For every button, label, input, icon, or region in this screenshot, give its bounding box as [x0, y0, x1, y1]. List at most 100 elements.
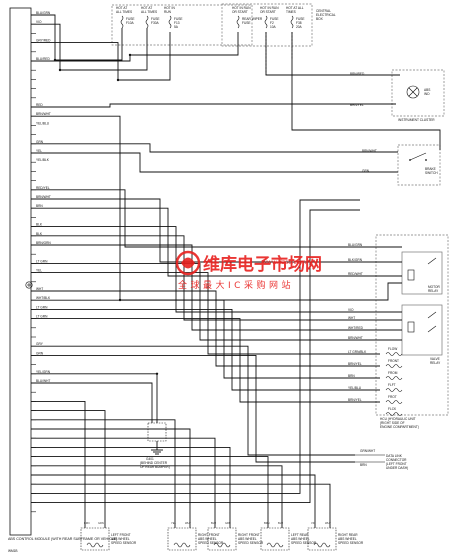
dlc-label-2: CONNECTOR	[386, 458, 407, 462]
solenoid-label: FLFT	[388, 383, 396, 387]
fuse-hot-label: HOT AT ALL	[286, 6, 304, 10]
right-wire-label: BRN	[348, 374, 355, 378]
harness-wire	[31, 244, 402, 331]
right-wire-label: WHT/RED	[348, 326, 364, 330]
ground-g401: G401 (BEHIND CENTER OF REAR BUMPER)	[140, 422, 170, 469]
fuse-rating: F10A	[126, 21, 134, 25]
dlc-label-1: DATA LINK	[386, 454, 403, 458]
sensor-wire-label: WHT	[185, 521, 191, 525]
fuse-symbol	[168, 15, 172, 29]
right-wire-label: WHT	[348, 316, 355, 320]
harness-wire	[31, 410, 106, 528]
fuse-rating: FUSE	[296, 17, 305, 21]
harness-wire	[31, 290, 380, 367]
module-wire-label: GRN	[36, 140, 44, 144]
right-wire-label: LT GRN/BLK	[348, 350, 367, 354]
hcu-label-1: HCU (HYDRAULIC UNIT	[380, 417, 416, 421]
valve-relay: VALVE RELAY	[401, 304, 443, 365]
sensor-label: SPEED SENSOR	[238, 541, 264, 545]
module-wire-label: RED	[36, 103, 43, 107]
module-wire-label: LT GRN	[36, 315, 48, 319]
harness-wire	[31, 198, 402, 263]
sensor-wire-label: WHT	[325, 521, 331, 525]
fuse-rating: FUSE	[151, 17, 160, 21]
solenoid-coil: FLCK	[385, 407, 403, 416]
fuse-hot-label: HOT IN RUN	[232, 6, 251, 10]
hydraulic-unit: HCU (HYDRAULIC UNIT (RIGHT SIDE OF ENGIN…	[375, 234, 449, 429]
splice-dot	[58, 68, 62, 72]
sensor-label: ABS WHEEL	[291, 537, 310, 541]
fuse-symbol	[290, 15, 294, 29]
dlc-label-4: UNDER DASH)	[386, 466, 408, 470]
fuse-hot-label: HOT AT	[116, 6, 127, 10]
central-electrical-box: CENTRAL ELECTRICAL BOX	[111, 3, 336, 47]
splice-dot	[116, 78, 120, 82]
harness-wire	[31, 207, 402, 277]
harness-wire	[31, 23, 148, 71]
harness-wire	[31, 103, 396, 108]
module-wire-label: GRY	[36, 342, 44, 346]
fuse-hot-label: HOT IN	[164, 6, 175, 10]
fuse-symbol	[236, 15, 240, 29]
right-wire-labels: BLU/GRNBLK/GRNRED/WHTVIOWHTWHT/REDBRN/WH…	[348, 243, 367, 402]
module-wire-label: YEL/BLK	[36, 158, 50, 162]
brake-switch-label-1: BRAKE	[425, 167, 436, 171]
harness-wire	[31, 262, 402, 341]
solenoid-label: FLOW	[388, 347, 397, 351]
module-wire-label: LT GRN	[36, 259, 48, 263]
harness-wire	[291, 32, 441, 150]
right-wire-label: BRN/WHT	[348, 336, 363, 340]
harness-wire	[31, 465, 283, 528]
harness-wire	[31, 152, 398, 173]
harness-wire	[31, 209, 360, 504]
harness-wire	[31, 226, 402, 313]
harness-wire	[31, 32, 239, 62]
module-wire-label: BLU/RED	[36, 57, 51, 61]
fuse-hot-label: HOT AT	[141, 6, 152, 10]
right-wire-label: BLU/GRN	[348, 243, 363, 247]
harness-wire	[31, 14, 123, 61]
sensor-label: ABS WHEEL	[111, 537, 130, 541]
motor-relay-label-1: MOTOR	[428, 285, 441, 289]
fuse-rating: 20A	[296, 25, 303, 29]
fuse-hot-label: ALL TIMES	[141, 10, 157, 14]
splice-dot	[128, 53, 132, 57]
fuse-rating: FUSE	[126, 17, 135, 21]
module-footnote: WM1B	[8, 549, 18, 553]
sensor-label: LEFT FRONT	[111, 533, 131, 537]
harness-wire	[31, 400, 86, 528]
harness-wire	[31, 115, 402, 301]
fuse-symbol	[145, 15, 149, 29]
module-wire-label: BRN	[36, 204, 43, 208]
module-wire-label: BRN/WHT	[36, 195, 51, 199]
splice-dot	[53, 58, 57, 62]
fuse-box-label-2: ELECTRICAL	[316, 13, 336, 17]
module-wire-labels: BLU/GRNVIOGRY/REDBLU/REDREDBRN/WHTYEL/BL…	[36, 11, 51, 383]
sensor-label: ABS WHEEL	[338, 537, 357, 541]
module-wire-label: BLU/WHT	[36, 379, 50, 383]
module-wire-label: WHT/BLK	[36, 296, 51, 300]
fuse-box-label-3: BOX	[316, 17, 324, 21]
module-wire-label: BRN/GRN	[36, 241, 51, 245]
harness-wire	[31, 235, 402, 321]
splice-dot	[118, 298, 122, 302]
hcu-label-2: (RIGHT SIDE OF	[380, 421, 405, 425]
harness-wire	[31, 437, 216, 528]
fuse-hot-label: ALL TIMES	[116, 10, 132, 14]
harness-wire	[31, 474, 316, 528]
ground-label-2: (BEHIND CENTER	[140, 461, 168, 465]
right-wire-label: VIO	[348, 308, 354, 312]
harness-wire	[31, 318, 380, 403]
sensor-wire-label: GRN	[98, 521, 104, 525]
solenoid-label: FROT	[388, 395, 397, 399]
sensor-wire-label: BRN	[84, 521, 90, 525]
fuse-rating: F2	[270, 21, 274, 25]
sensor-label: ABS WHEEL	[198, 537, 217, 541]
